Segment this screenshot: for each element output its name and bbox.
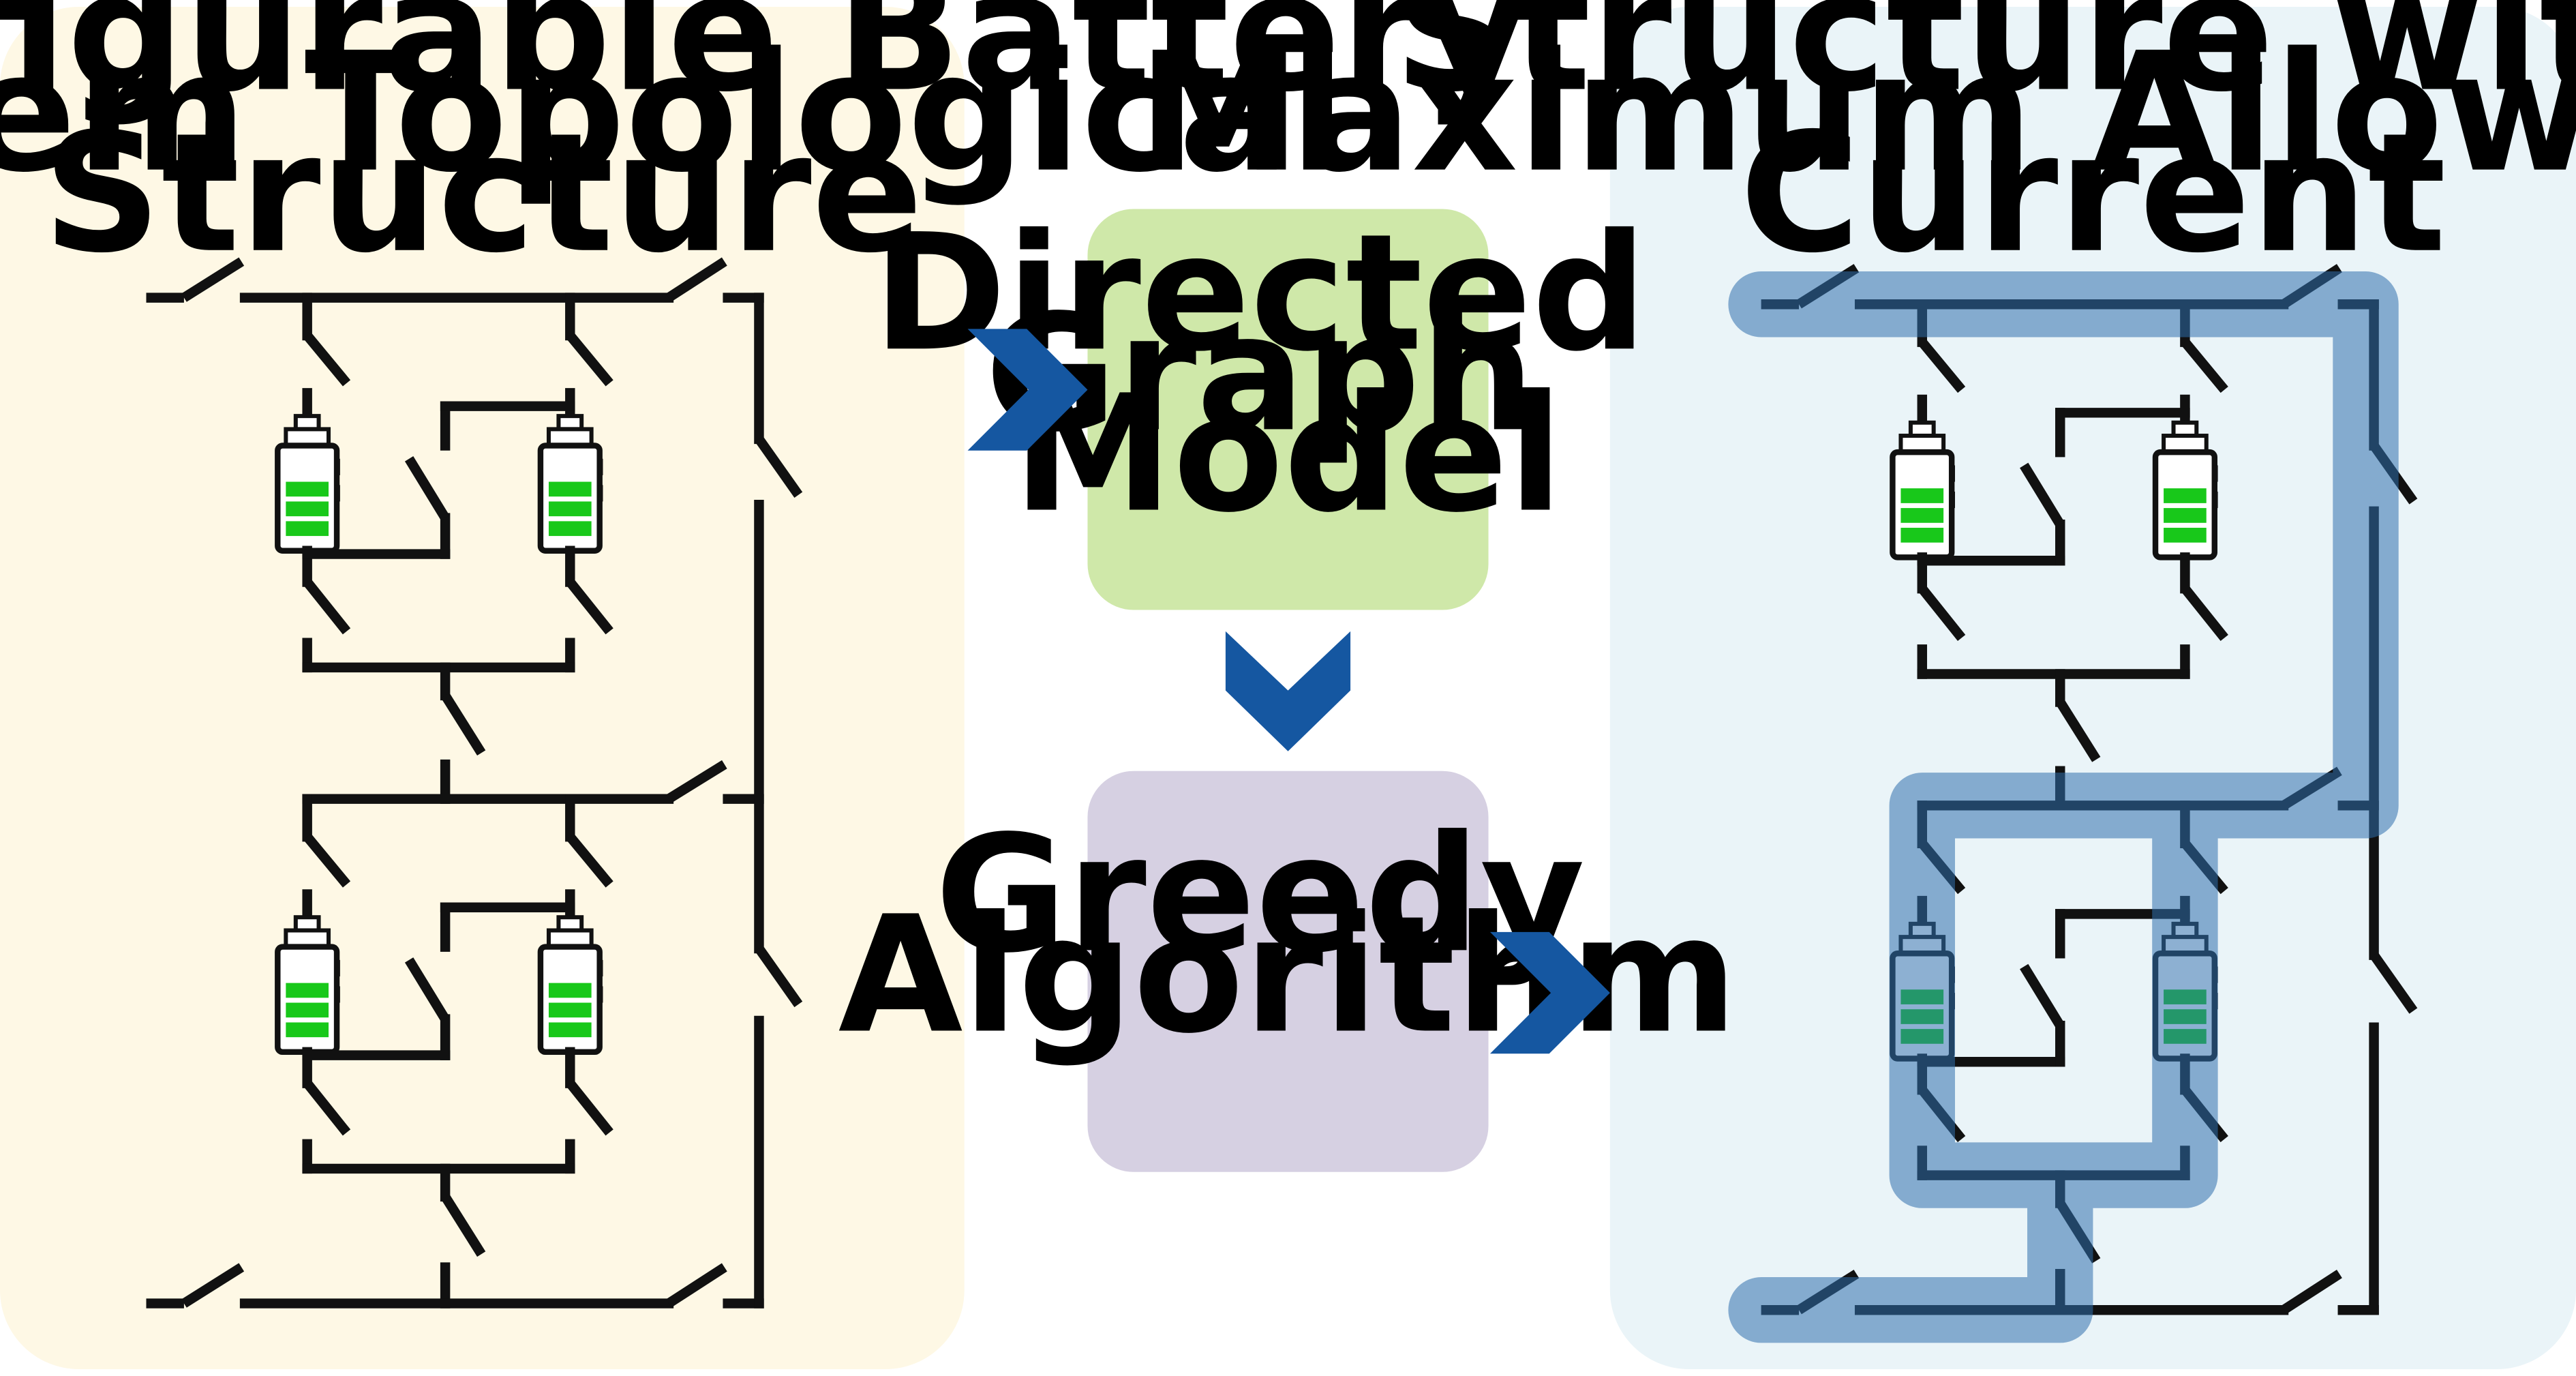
greedy-algorithm-box bbox=[1087, 771, 1489, 1172]
chevron-arrow-icon bbox=[967, 329, 1088, 451]
directed-graph-model-label: Directed Graph Model bbox=[873, 199, 1703, 548]
right-panel-title: Structure with Maximum Allowable Current bbox=[1138, 0, 2576, 289]
left-panel-title: Reconfigurable Battery System Topologica… bbox=[0, 0, 1586, 289]
directed-graph-model-box bbox=[1087, 209, 1489, 610]
max-current-circuit bbox=[1728, 268, 2414, 1343]
left-panel bbox=[0, 7, 965, 1369]
chevron-arrow-icon bbox=[1225, 631, 1351, 751]
greedy-algorithm-label: Greedy Algorithm bbox=[838, 801, 1738, 1068]
chevron-arrow-icon bbox=[1489, 931, 1610, 1054]
max-current-path-highlight bbox=[1728, 271, 2399, 1343]
